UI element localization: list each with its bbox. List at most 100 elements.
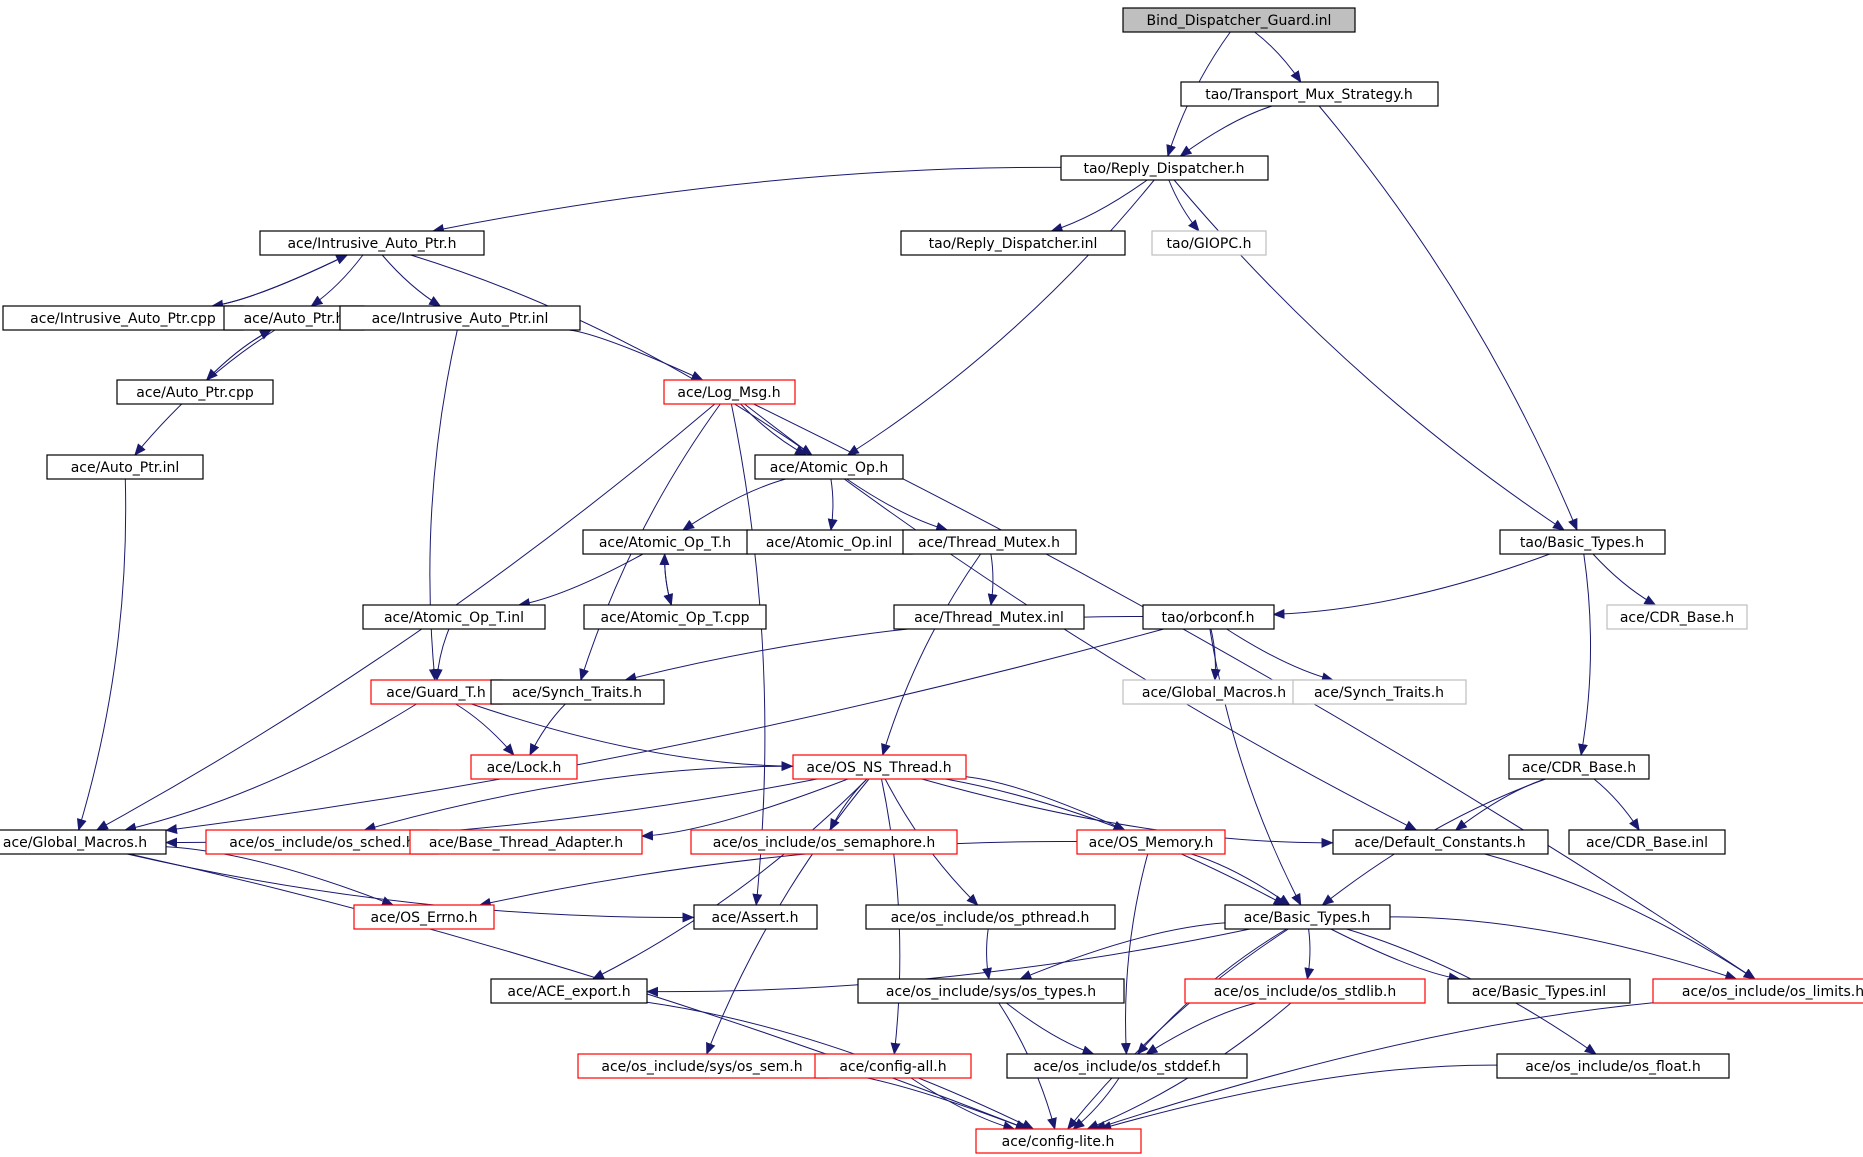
node-aoptcpp[interactable]: ace/Atomic_Op_T.cpp [583,604,767,630]
node-box [1332,829,1549,855]
node-label: ace/os_include/sys/os_types.h [886,984,1096,1000]
edge-cdr-to-cdrinl [1593,778,1640,831]
node-label: ace/Atomic_Op.inl [766,535,892,551]
edge-rd-to-aop [846,179,1155,456]
node-label: ace/Lock.h [487,760,562,776]
node-box [814,1053,972,1079]
edge-aop-to-tm [846,478,949,532]
node-syssem[interactable]: ace/os_include/sys/os_sem.h [577,1053,828,1079]
node-assert[interactable]: ace/Assert.h [693,904,818,930]
node-label: ace/Atomic_Op_T.cpp [601,610,750,626]
edge-osns-to-export [591,778,868,980]
node-tm[interactable]: ace/Thread_Mutex.h [902,529,1077,555]
node-export[interactable]: ace/ACE_export.h [490,978,648,1004]
node-label: ace/Basic_Types.inl [1472,984,1606,1000]
node-defc[interactable]: ace/Default_Constants.h [1332,829,1549,855]
node-label: ace/os_include/sys/os_sem.h [601,1059,802,1075]
node-label: ace/Auto_Ptr.cpp [136,385,254,401]
node-box [1447,978,1631,1004]
edge-float-to-configlite [1099,1064,1498,1131]
node-cdrinl[interactable]: ace/CDR_Base.inl [1568,829,1726,855]
edge-rd-to-iap [431,166,1061,234]
node-label: ace/Global_Macros.h [3,835,147,851]
node-label: ace/os_include/os_limits.h [1682,984,1863,1000]
node-rdinl[interactable]: tao/Reply_Dispatcher.inl [900,230,1126,256]
edge-iap-to-ap [310,254,364,307]
node-osns[interactable]: ace/OS_NS_Thread.h [792,754,967,780]
node-label: tao/Reply_Dispatcher.inl [929,236,1098,252]
node-lock[interactable]: ace/Lock.h [470,754,578,780]
node-iapcpp[interactable]: ace/Intrusive_Auto_Ptr.cpp [2,305,244,331]
node-tminl[interactable]: ace/Thread_Mutex.inl [893,604,1085,630]
node-label: ace/ACE_export.h [507,984,630,1000]
edge-synch-to-lock [529,703,566,756]
node-gm[interactable]: ace/Global_Macros.h [0,829,167,855]
node-label: ace/Atomic_Op_T.h [599,535,731,551]
node-label: ace/OS_NS_Thread.h [806,760,951,776]
node-label: ace/OS_Memory.h [1089,835,1214,851]
edge-iap-to-aop [410,254,813,456]
node-synch[interactable]: ace/Synch_Traits.h [490,679,665,705]
node-aop[interactable]: ace/Atomic_Op.h [754,454,904,480]
node-gm-ext[interactable]: ace/Global_Macros.h [1122,679,1306,705]
node-label: ace/Default_Constants.h [1354,835,1525,851]
node-tbt[interactable]: tao/Basic_Types.h [1499,529,1666,555]
node-iap[interactable]: ace/Intrusive_Auto_Ptr.h [259,230,485,256]
node-box [1292,679,1467,705]
node-box [470,754,578,780]
node-label: ace/Basic_Types.h [1244,910,1370,926]
node-stdlib[interactable]: ace/os_include/os_stdlib.h [1184,978,1426,1004]
node-errno[interactable]: ace/OS_Errno.h [353,904,495,930]
edge-logmsg-to-aop [740,403,808,456]
node-cdr[interactable]: ace/CDR_Base.h [1508,754,1650,780]
node-stddef[interactable]: ace/os_include/os_stddef.h [1006,1053,1248,1079]
node-label: ace/Intrusive_Auto_Ptr.cpp [30,311,216,327]
edge-orbconf-to-gm_ext [1210,628,1221,681]
node-box [2,305,244,331]
node-mem[interactable]: ace/OS_Memory.h [1076,829,1226,855]
node-apcpp[interactable]: ace/Auto_Ptr.cpp [116,379,274,405]
node-label: ace/Synch_Traits.h [1314,685,1444,701]
node-label: tao/Transport_Mux_Strategy.h [1205,87,1413,103]
node-configlite[interactable]: ace/config-lite.h [975,1128,1142,1154]
node-box [1122,7,1356,33]
node-synch-ext[interactable]: ace/Synch_Traits.h [1292,679,1467,705]
node-logmsg[interactable]: ace/Log_Msg.h [663,379,796,405]
node-box [1184,978,1426,1004]
node-bta[interactable]: ace/Base_Thread_Adapter.h [409,829,643,855]
node-aopt[interactable]: ace/Atomic_Op_T.h [582,529,749,555]
node-giopc[interactable]: tao/GIOPC.h [1151,230,1267,256]
node-rd[interactable]: tao/Reply_Dispatcher.h [1060,155,1269,181]
node-orbconf[interactable]: tao/orbconf.h [1142,604,1275,630]
node-tms[interactable]: tao/Transport_Mux_Strategy.h [1180,81,1439,107]
edge-osns-to-mem [965,776,1126,831]
node-aopinl[interactable]: ace/Atomic_Op.inl [746,529,913,555]
edge-abt-to-btinl [1330,928,1461,983]
node-iapinl[interactable]: ace/Intrusive_Auto_Ptr.inl [339,305,581,331]
node-configall[interactable]: ace/config-all.h [814,1053,972,1079]
node-label: ace/Intrusive_Auto_Ptr.inl [372,311,549,327]
node-tcdr[interactable]: ace/CDR_Base.h [1606,604,1748,630]
node-types[interactable]: ace/os_include/sys/os_types.h [857,978,1125,1004]
node-box [900,230,1126,256]
edge-stdlib-to-stddef [1145,1002,1257,1055]
node-aoptinl[interactable]: ace/Atomic_Op_T.inl [362,604,546,630]
node-limits[interactable]: ace/os_include/os_limits.h [1652,978,1863,1004]
node-label: ace/config-all.h [839,1059,946,1075]
node-box [1151,230,1267,256]
node-pthread[interactable]: ace/os_include/os_pthread.h [865,904,1116,930]
node-bind[interactable]: Bind_Dispatcher_Guard.inl [1122,7,1356,33]
edge-gm-to-configlite [129,853,1029,1130]
node-box [583,604,767,630]
node-float[interactable]: ace/os_include/os_float.h [1496,1053,1730,1079]
node-sem[interactable]: ace/os_include/os_semaphore.h [690,829,958,855]
edge-pthread-to-types [982,928,992,980]
node-label: ace/OS_Errno.h [371,910,478,926]
node-btinl[interactable]: ace/Basic_Types.inl [1447,978,1631,1004]
node-label: tao/Basic_Types.h [1520,535,1644,551]
node-apinl[interactable]: ace/Auto_Ptr.inl [46,454,204,480]
node-label: ace/Intrusive_Auto_Ptr.h [287,236,456,252]
node-guard[interactable]: ace/Guard_T.h [370,679,503,705]
node-sched[interactable]: ace/os_include/os_sched.h [205,829,439,855]
node-abt[interactable]: ace/Basic_Types.h [1224,904,1391,930]
